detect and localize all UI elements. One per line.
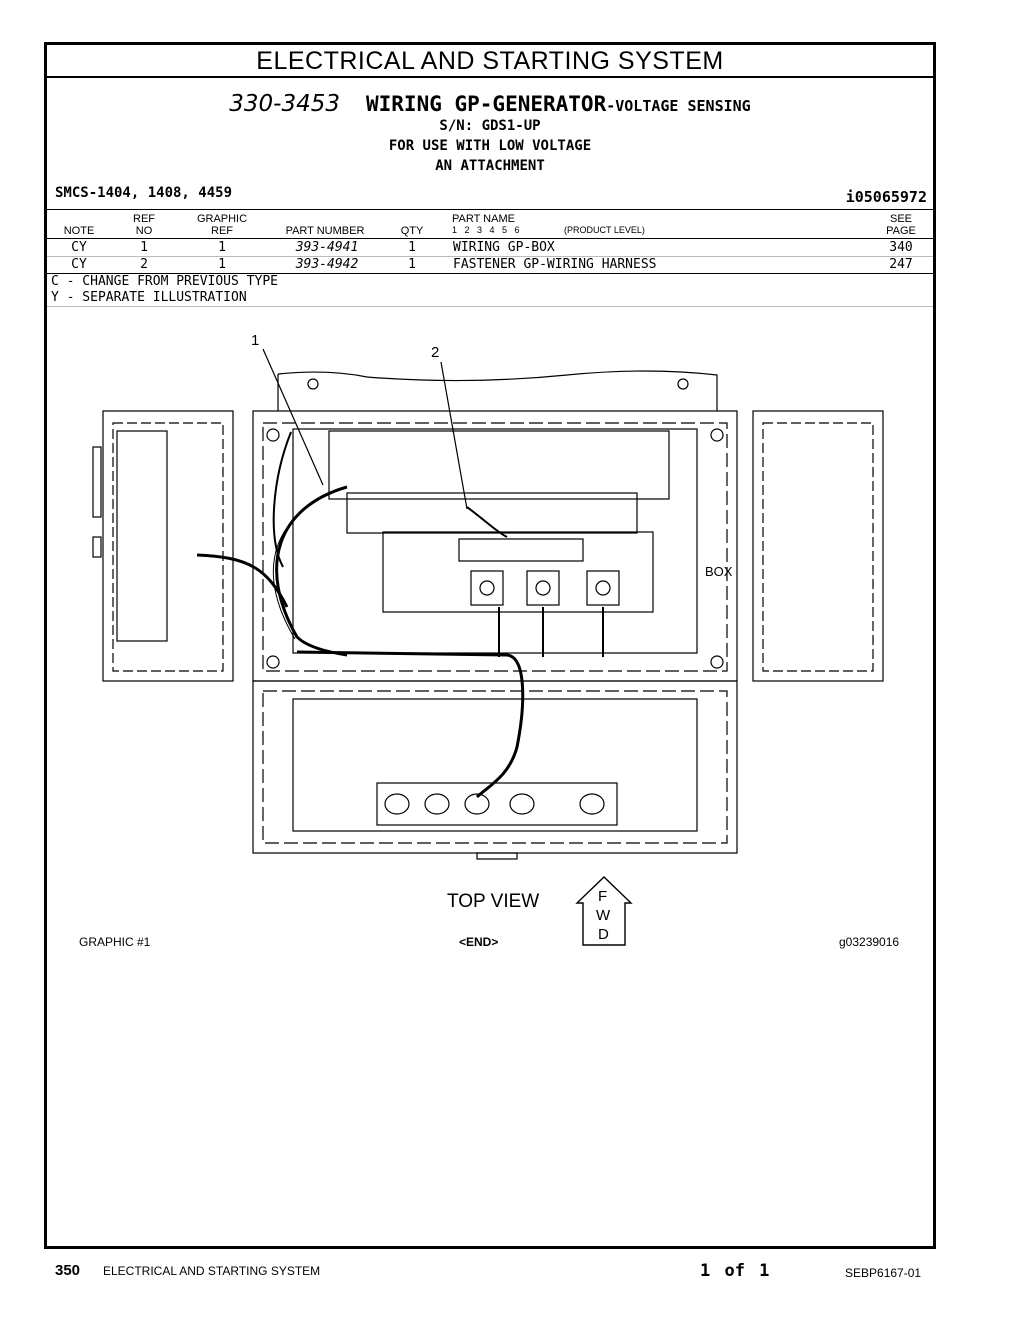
graphic-number: GRAPHIC #1 [79,935,151,949]
table-top-rule [47,209,933,210]
header-ref-bottom: NO [135,225,153,237]
row-part-number[interactable]: 393-4941 [295,240,359,255]
group-name: WIRING GP-GENERATOR [366,92,607,116]
header-part-name: PART NAME [452,213,515,225]
row-see-page[interactable]: 247 [889,257,913,272]
graphic-id: g03239016 [839,935,900,949]
usage-note-1: FOR USE WITH LOW VOLTAGE [388,138,592,154]
fwd-letter-w: W [596,907,611,924]
illustration-id: i05065972 [845,188,927,206]
header-qty: QTY [400,225,424,237]
row-graphic: 1 [218,240,226,255]
legend-bottom-rule [47,306,933,307]
row-graphic: 1 [218,257,226,272]
row-qty: 1 [408,240,416,255]
group-suffix: -VOLTAGE SENSING [606,97,751,115]
callout-1: 1 [251,332,259,349]
row-see-page[interactable]: 340 [889,240,913,255]
end-marker: <END> [459,935,499,949]
header-graphic-top: GRAPHIC [196,213,248,225]
header-ref-top: REF [133,213,155,225]
header-note: NOTE [63,225,95,237]
top-view-label: TOP VIEW [447,891,539,912]
wiring-illustration: 1 2 BOX TOP VIEW F W D [92,332,884,946]
row-note: CY [71,240,87,255]
footer-sheet-count: 1 of 1 [700,1261,770,1281]
footer-section-title: ELECTRICAL AND STARTING SYSTEM [103,1264,321,1278]
row-note: CY [71,257,87,272]
header-bottom-rule [47,238,933,239]
header-see-bottom: PAGE [886,225,916,237]
box-label: BOX [705,564,733,579]
row-ref: 1 [140,240,148,255]
row-part-number[interactable]: 393-4942 [295,257,359,272]
usage-note-2: AN ATTACHMENT [435,158,545,174]
legend-separate: Y - SEPARATE ILLUSTRATION [51,290,247,305]
fwd-letter-f: F [598,888,607,905]
footer-document-id: SEBP6167-01 [845,1266,922,1280]
row-part-name: FASTENER GP-WIRING HARNESS [453,257,657,272]
smcs-codes: SMCS-1404, 1408, 4459 [55,185,233,201]
table-bottom-rule [47,273,933,274]
callout-2: 2 [431,344,439,361]
group-number: 330-3453 [229,91,340,117]
row-qty: 1 [408,257,416,272]
row-part-name: WIRING GP-BOX [453,240,555,255]
header-product-level: (PRODUCT LEVEL) [564,225,645,235]
fwd-letter-d: D [598,926,609,943]
section-title: ELECTRICAL AND STARTING SYSTEM [47,45,933,78]
row-ref: 2 [140,257,148,272]
header-see-top: SEE [889,213,912,225]
header-graphic-bottom: REF [211,225,233,237]
serial-range: S/N: GDS1-UP [439,118,541,134]
row-divider [47,256,933,257]
footer-page-number: 350 [55,1262,81,1279]
legend-change: C - CHANGE FROM PREVIOUS TYPE [51,274,278,289]
header-part-number: PART NUMBER [285,225,365,237]
group-heading: 330-3453 WIRING GP-GENERATOR-VOLTAGE SENS… [47,91,933,117]
header-levels: 1 2 3 4 5 6 [452,225,520,235]
